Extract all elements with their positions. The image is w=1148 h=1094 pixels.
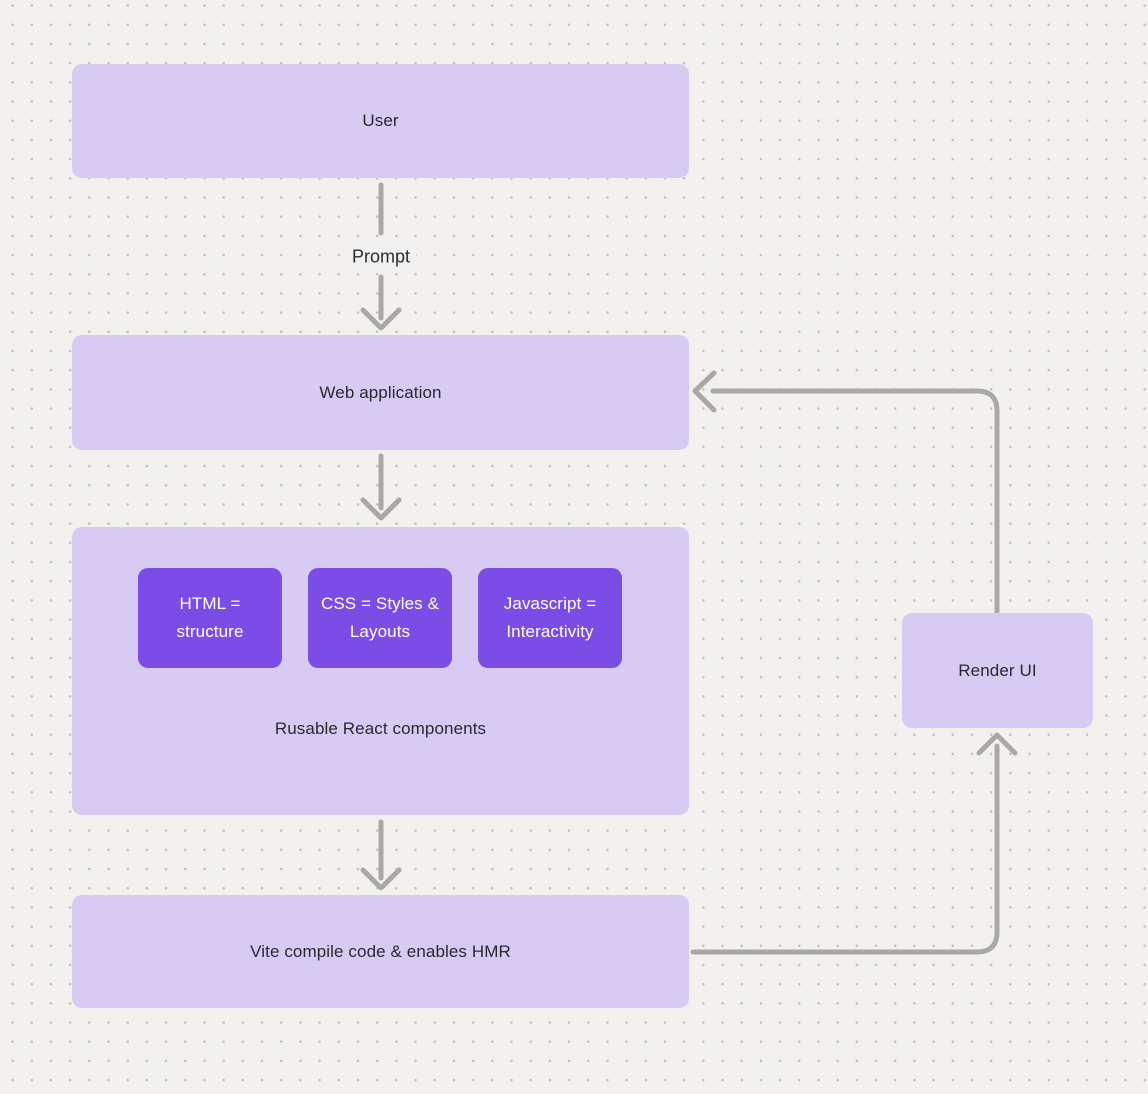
node-web-application-label: Web application (319, 382, 442, 402)
edge-webapp-to-components-arrow[interactable] (360, 453, 402, 521)
arrow-down-icon (360, 497, 402, 521)
arrow-up-icon (976, 732, 1018, 756)
edge-renderui-to-webapp-arrow[interactable] (692, 370, 1000, 615)
arrow-left-icon (692, 370, 717, 413)
edge-label-prompt: Prompt (345, 245, 417, 269)
components-row: HTML = structure CSS = Styles & Layouts … (138, 568, 622, 668)
node-css[interactable]: CSS = Styles & Layouts (308, 568, 452, 668)
arrow-down-icon (360, 307, 402, 331)
node-vite-label: Vite compile code & enables HMR (250, 941, 511, 961)
node-vite[interactable]: Vite compile code & enables HMR (72, 895, 689, 1008)
node-user-label: User (362, 111, 399, 130)
node-css-label: CSS = Styles & Layouts (320, 594, 440, 641)
edge-user-to-webapp-arrow[interactable] (360, 182, 402, 331)
node-html[interactable]: HTML = structure (138, 568, 282, 668)
edge-components-to-vite-arrow[interactable] (360, 819, 402, 891)
node-render-ui-label: Render UI (958, 660, 1037, 680)
node-web-application[interactable]: Web application (72, 335, 689, 450)
node-components-group[interactable]: HTML = structure CSS = Styles & Layouts … (72, 527, 689, 815)
node-javascript[interactable]: Javascript = Interactivity (478, 568, 622, 668)
node-javascript-label: Javascript = Interactivity (503, 594, 597, 641)
node-html-label: HTML = structure (176, 594, 244, 641)
edge-vite-to-renderui-arrow[interactable] (690, 732, 1018, 955)
node-render-ui[interactable]: Render UI (902, 613, 1093, 728)
arrow-down-icon (360, 867, 402, 891)
components-group-caption: Rusable React components (274, 719, 487, 738)
node-user[interactable]: User (72, 64, 689, 178)
